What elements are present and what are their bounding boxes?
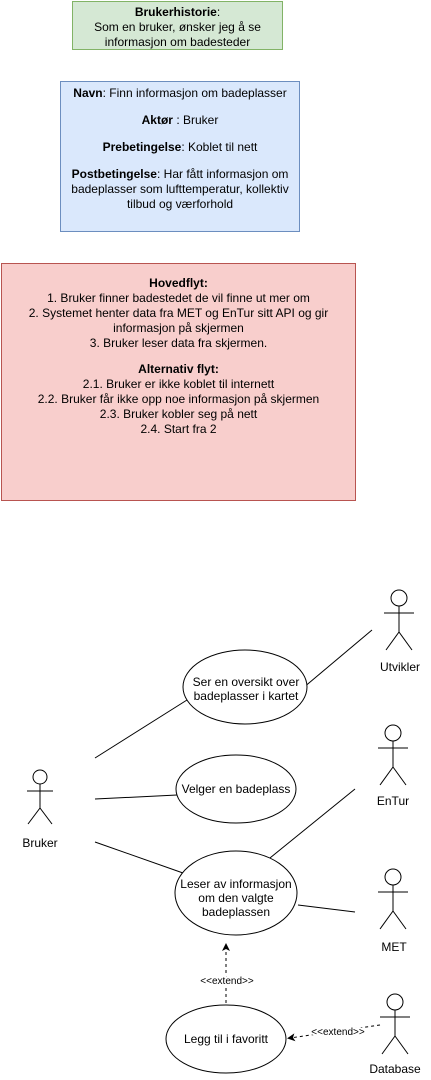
use-case-velger <box>175 754 297 824</box>
user-story-line-1: Som en bruker, ønsker jeg å se <box>94 20 261 34</box>
alt-flow-step-3: 2.3. Bruker kobler seg på nett <box>99 407 258 421</box>
assoc-bruker-leser <box>94 841 184 874</box>
actor-met-label: MET <box>381 940 407 954</box>
assoc-leser-met <box>297 904 356 913</box>
user-story-title: Brukerhistorie <box>134 5 217 19</box>
main-flow-title: Hovedflyt: <box>149 276 208 290</box>
alt-flow-title: Alternativ flyt: <box>138 362 219 376</box>
use-case-leser-line-2: om den valgte <box>198 891 274 905</box>
use-case-oversikt <box>182 649 308 725</box>
flow-box: Hovedflyt: 1. Bruker finner badestedet d… <box>1 263 356 501</box>
actor-database-figure <box>380 993 410 1055</box>
extend-label-1: <<extend>> <box>200 976 254 987</box>
user-story-line-2: informasjon om badesteder <box>104 35 251 49</box>
use-case-actor: Aktør : Bruker <box>141 113 219 127</box>
assoc-bruker-velger <box>94 794 178 800</box>
actor-utvikler-label: Utvikler <box>380 660 420 674</box>
actor-met-figure <box>378 868 408 930</box>
use-case-leser <box>174 850 298 936</box>
actor-bruker-figure <box>27 769 53 825</box>
use-case-velger-label: Velger en badeplass <box>182 782 291 796</box>
use-case-description-box: Navn: Finn informasjon om badeplasser Ak… <box>60 81 300 232</box>
user-story-box: Brukerhistorie: Som en bruker, ønsker je… <box>72 1 283 50</box>
assoc-leser-entur <box>264 788 356 863</box>
use-case-name: Navn: Finn informasjon om badeplasser <box>73 86 287 100</box>
use-case-favoritt <box>165 1004 287 1074</box>
actor-entur-figure <box>378 724 408 786</box>
actor-utvikler-figure <box>384 589 414 651</box>
alt-flow-step-2: 2.2. Bruker får ikke opp noe informasjon… <box>37 392 320 406</box>
use-case-precondition: Prebetingelse: Koblet til nett <box>102 140 258 154</box>
actor-bruker-label: Bruker <box>22 836 57 850</box>
alt-flow-step-1: 2.1. Bruker er ikke koblet til internett <box>82 377 275 391</box>
actor-database-label: Database <box>369 1062 421 1076</box>
extend-label-2: <<extend>> <box>311 1027 365 1038</box>
use-case-favoritt-label: Legg til i favoritt <box>184 1032 269 1046</box>
use-case-oversikt-line-2: badeplasser i kartet <box>194 689 299 703</box>
main-flow-step-2b: informasjon på skjermen <box>113 321 244 335</box>
main-flow-step-1: 1. Bruker finner badestedet de vil finne… <box>47 291 310 305</box>
use-case-leser-line-3: badeplassen <box>202 905 270 919</box>
actor-entur-label: EnTur <box>377 794 409 808</box>
main-flow-step-3: 3. Bruker leser data fra skjermen. <box>89 336 268 350</box>
assoc-bruker-oversikt <box>94 699 188 759</box>
assoc-oversikt-utvikler <box>302 629 373 689</box>
use-case-leser-line-1: Leser av informasjon <box>180 877 291 891</box>
alt-flow-step-4: 2.4. Start fra 2 <box>140 422 217 436</box>
main-flow-step-2a: 2. Systemet henter data fra MET og EnTur… <box>28 306 329 320</box>
use-case-oversikt-line-1: Ser en oversikt over <box>193 675 300 689</box>
